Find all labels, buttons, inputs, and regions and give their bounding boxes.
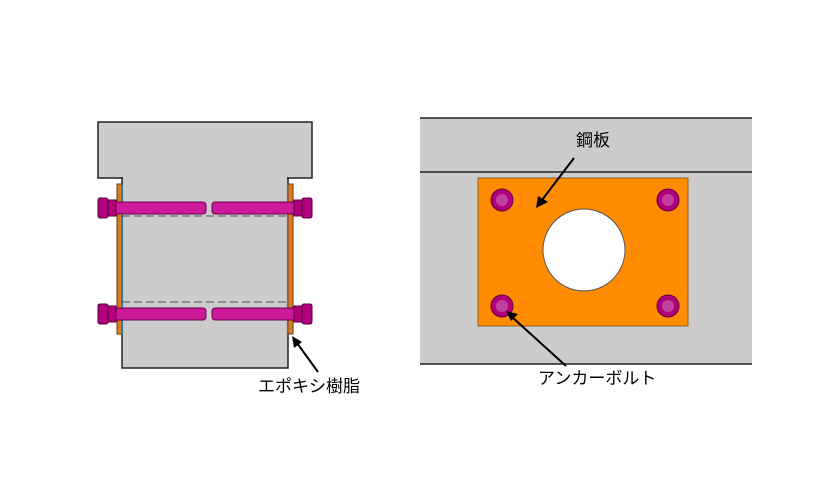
anchor-bolt	[490, 188, 514, 212]
upper-through-bolt	[97, 197, 313, 219]
lower-through-bolt	[97, 303, 313, 325]
beam-slab	[97, 121, 313, 179]
anchor-bolt	[656, 188, 680, 212]
anchor-bolt-arrow	[506, 311, 567, 367]
epoxy-label: エポキシ樹脂	[258, 377, 360, 397]
cross-section-view: エポキシ樹脂	[97, 121, 360, 397]
anchor-bolt	[656, 294, 680, 318]
steel-plate-label: 鋼板	[576, 131, 610, 151]
elevation-view: 鋼板 アンカーボルト	[420, 117, 752, 389]
anchor-bolt-label: アンカーボルト	[538, 369, 656, 389]
epoxy-arrow	[292, 336, 319, 373]
steel-plate-arrow	[536, 157, 575, 208]
plate-opening	[542, 208, 626, 292]
